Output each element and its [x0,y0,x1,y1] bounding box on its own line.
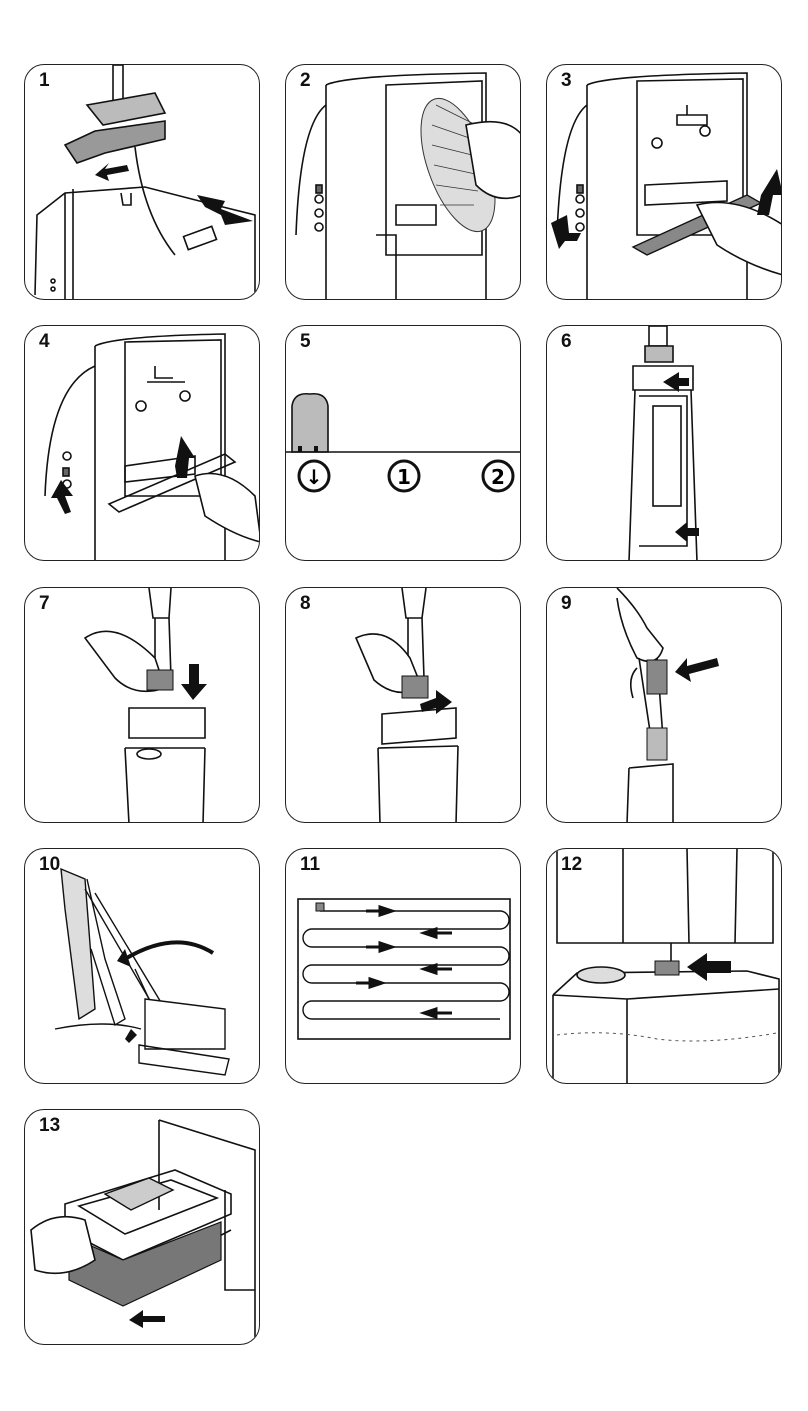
arrow-icon [757,169,782,215]
step-9-panel: 9 [546,587,782,823]
step-12-panel: 12 [546,848,782,1084]
floor-debris [557,1033,777,1041]
position-1-symbol: 1 [397,465,411,489]
step-6-panel: 6 [546,325,782,561]
arrow-left-icon [687,953,731,981]
step-2-illustration [286,65,521,300]
step-8-panel: 8 [285,587,521,823]
step-13-panel: 13 [24,1109,260,1345]
step-4-illustration [25,326,260,561]
arrow-left-icon [675,658,719,682]
step-number: 13 [39,1115,60,1137]
step-3-panel: 3 [546,64,782,300]
arrow-left-icon [424,965,452,973]
step-number: 6 [561,331,572,353]
step-3-illustration [547,65,782,300]
arrow-icon [663,372,689,392]
step-number: 9 [561,593,572,615]
position-down-symbol: ↓ [306,465,323,489]
hand-icon [31,1217,95,1274]
cleaning-path [303,911,509,1019]
arrow-right-icon [356,979,382,987]
room-outline [298,899,510,1039]
step-12-illustration [547,849,782,1084]
arrow-icon [95,163,129,181]
step-7-illustration [25,588,260,823]
step-number: 7 [39,593,50,615]
step-9-illustration [547,588,782,823]
step-13-illustration [25,1110,260,1345]
arrow-left-icon [424,929,452,937]
filter-bag-icon [69,1222,221,1306]
step-1-panel: 1 [24,64,260,300]
step-number: 1 [39,70,50,92]
arrow-icon [51,480,73,514]
step-number: 12 [561,854,582,876]
arrow-icon [551,215,581,249]
step-number: 8 [300,593,311,615]
step-number: 2 [300,70,311,92]
machine-icon [316,903,324,911]
step-8-illustration [286,588,521,823]
step-11-illustration [286,849,521,1084]
arrow-icon [175,436,195,478]
arrow-icon [125,1029,137,1043]
coupling-icon [647,728,667,760]
arrow-right-icon [366,943,392,951]
step-4-panel: 4 [24,325,260,561]
step-11-panel: 11 [285,848,521,1084]
coupling-icon [655,961,679,975]
step-5-panel: 5 ↓ 1 2 [285,325,521,561]
coupling-icon [402,676,428,698]
arrow-right-icon [366,907,392,915]
step-10-illustration [25,849,260,1084]
arrow-icon [197,195,253,225]
step-number: 4 [39,331,50,353]
arrow-left-icon [424,1009,452,1017]
position-2-symbol: 2 [491,465,505,489]
step-1-illustration [25,65,260,300]
step-number: 5 [300,331,311,353]
step-number: 3 [561,70,572,92]
handle-grip-icon [647,660,667,694]
step-10-panel: 10 [24,848,260,1084]
arrow-icon [129,1310,165,1328]
step-number: 10 [39,854,60,876]
step-number: 11 [300,854,320,876]
coupling-icon [147,670,173,690]
step-2-panel: 2 [285,64,521,300]
step-5-illustration: ↓ 1 2 [286,326,521,561]
step-6-illustration [547,326,782,561]
arrow-down-icon [181,664,207,700]
step-7-panel: 7 [24,587,260,823]
arrow-curved-icon [125,942,213,959]
knob-icon [292,394,328,452]
